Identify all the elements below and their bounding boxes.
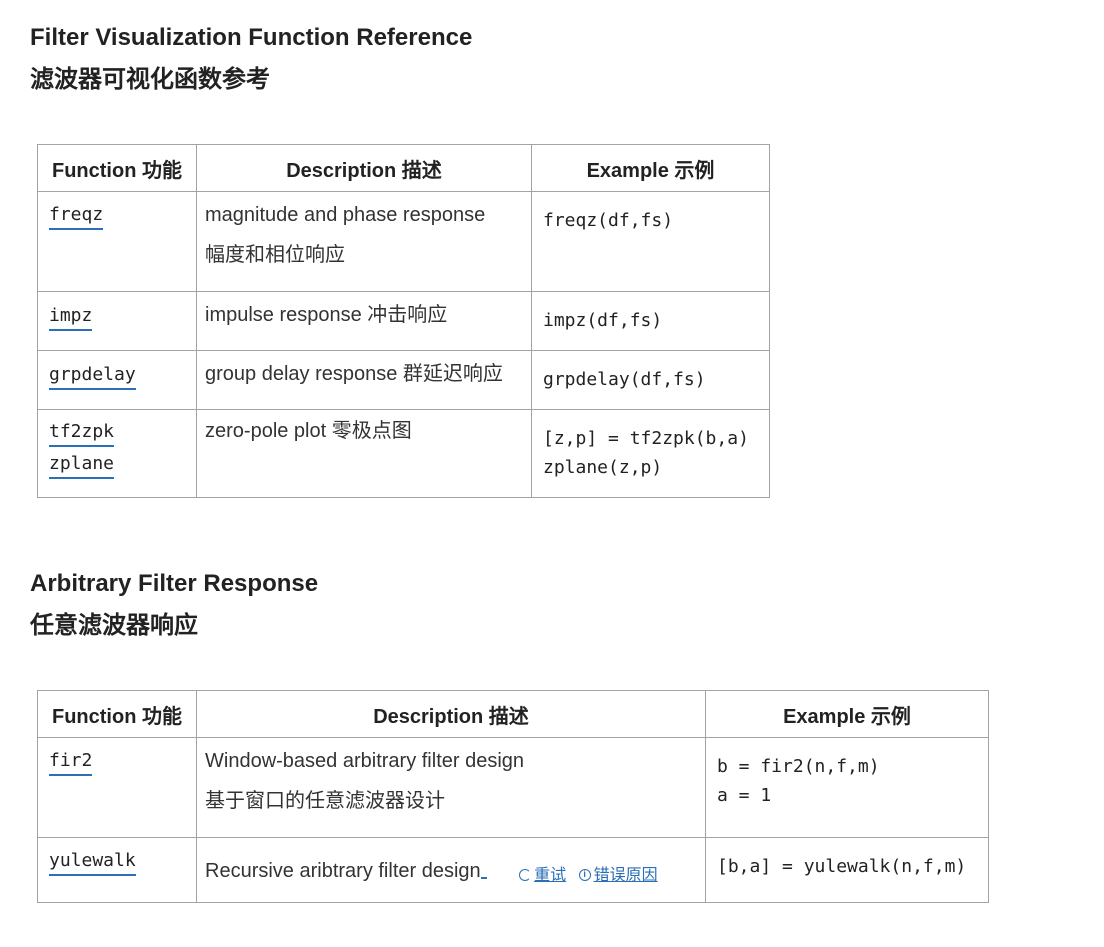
description-cell: zero-pole plot 零极点图: [196, 409, 532, 498]
refresh-icon: [519, 868, 532, 881]
description-cell: group delay response 群延迟响应: [196, 350, 532, 410]
function-link-grpdelay[interactable]: grpdelay: [49, 362, 136, 390]
function-link-impz[interactable]: impz: [49, 303, 93, 331]
table-row: grpdelay group delay response 群延迟响应 grpd…: [37, 350, 770, 410]
description-cell: magnitude and phase response 幅度和相位响应: [196, 191, 532, 292]
table-row: yulewalk Recursive aribtrary filter desi…: [37, 837, 989, 903]
description-text: Recursive aribtrary filter design: [205, 860, 481, 882]
description-text: zero-pole plot 零极点图: [205, 420, 412, 442]
example-cell: [b,a] = yulewalk(n,f,m): [705, 837, 989, 903]
function-cell: impz: [37, 291, 197, 351]
example-code: freqz(df,fs): [543, 210, 674, 231]
description-text: magnitude and phase response: [205, 204, 486, 226]
retry-controls: 重试 错误原因: [519, 861, 658, 885]
function-link-freqz[interactable]: freqz: [49, 202, 104, 230]
description-cell: Window-based arbitrary filter design 基于窗…: [196, 737, 706, 838]
example-cell: grpdelay(df,fs): [531, 350, 770, 410]
function-link-tf2zpk[interactable]: tf2zpk: [49, 419, 115, 447]
function-cell: grpdelay: [37, 350, 197, 410]
example-code: [z,p] = tf2zpk(b,a): [543, 428, 749, 449]
text-cursor: [480, 859, 487, 879]
section2-title-zh: 任意滤波器响应: [30, 612, 198, 639]
section1-title-en: Filter Visualization Function Reference: [30, 24, 473, 51]
function-cell: tf2zpk zplane: [37, 409, 197, 498]
table-row: freqz magnitude and phase response 幅度和相位…: [37, 191, 770, 292]
example-cell: b = fir2(n,f,m) a = 1: [705, 737, 989, 838]
header-function: Function 功能: [37, 144, 197, 192]
description-text-zh: 基于窗口的任意滤波器设计: [205, 790, 445, 812]
function-cell: yulewalk: [37, 837, 197, 903]
header-function: Function 功能: [37, 690, 197, 738]
header-description: Description 描述: [196, 690, 706, 738]
example-code: [b,a] = yulewalk(n,f,m): [717, 856, 967, 877]
table-row: fir2 Window-based arbitrary filter desig…: [37, 737, 989, 838]
header-description: Description 描述: [196, 144, 532, 192]
info-icon: [578, 867, 591, 881]
retry-link[interactable]: 重试: [534, 866, 567, 884]
example-cell: [z,p] = tf2zpk(b,a) zplane(z,p): [531, 409, 770, 498]
section2-title-en: Arbitrary Filter Response: [30, 570, 319, 597]
filter-visualization-table: Function 功能 Description 描述 Example 示例 fr…: [37, 144, 770, 498]
description-cell: Recursive aribtrary filter design 重试 错误原…: [196, 837, 706, 903]
description-cell: impulse response 冲击响应: [196, 291, 532, 351]
description-text: impulse response 冲击响应: [205, 304, 448, 326]
example-cell: impz(df,fs): [531, 291, 770, 351]
arbitrary-filter-table: Function 功能 Description 描述 Example 示例 fi…: [37, 690, 989, 903]
example-code: a = 1: [717, 785, 772, 806]
function-link-fir2[interactable]: fir2: [49, 748, 93, 776]
function-link-zplane[interactable]: zplane: [49, 451, 115, 479]
table-row: impz impulse response 冲击响应 impz(df,fs): [37, 291, 770, 351]
example-code: b = fir2(n,f,m): [717, 756, 880, 777]
function-link-yulewalk[interactable]: yulewalk: [49, 848, 136, 876]
description-text-zh: 幅度和相位响应: [205, 244, 345, 266]
header-example: Example 示例: [531, 144, 770, 192]
header-example: Example 示例: [705, 690, 989, 738]
example-code: impz(df,fs): [543, 310, 663, 331]
function-cell: fir2: [37, 737, 197, 838]
table-header-row: Function 功能 Description 描述 Example 示例: [37, 144, 770, 192]
example-code: grpdelay(df,fs): [543, 369, 706, 390]
table-header-row: Function 功能 Description 描述 Example 示例: [37, 690, 989, 738]
section1-title-zh: 滤波器可视化函数参考: [30, 66, 270, 93]
error-reason-link[interactable]: 错误原因: [593, 866, 658, 884]
example-cell: freqz(df,fs): [531, 191, 770, 292]
table-row: tf2zpk zplane zero-pole plot 零极点图 [z,p] …: [37, 409, 770, 498]
description-text: group delay response 群延迟响应: [205, 363, 503, 385]
description-text: Window-based arbitrary filter design: [205, 750, 525, 772]
function-cell: freqz: [37, 191, 197, 292]
example-code: zplane(z,p): [543, 457, 663, 478]
